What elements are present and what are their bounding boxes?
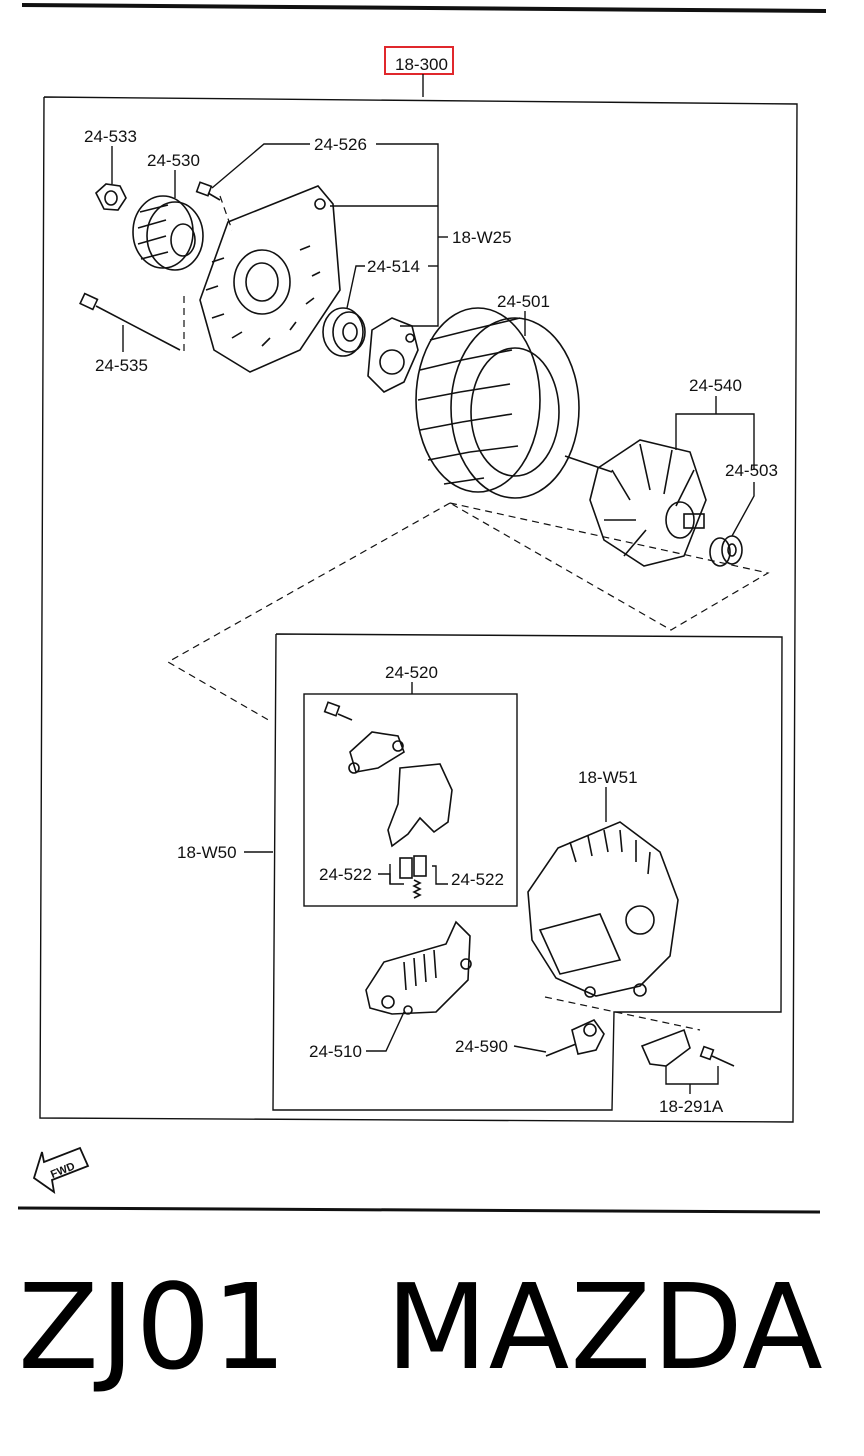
nut-part bbox=[95, 183, 127, 211]
label-24-510[interactable]: 24-510 bbox=[309, 1042, 362, 1061]
label-24-522-left[interactable]: 24-522 bbox=[319, 865, 372, 884]
label-18-W51[interactable]: 18-W51 bbox=[578, 768, 638, 787]
model-code: ZJ01 bbox=[18, 1258, 288, 1396]
stator-part bbox=[415, 307, 580, 499]
label-24-503[interactable]: 24-503 bbox=[725, 461, 778, 480]
inner-frame bbox=[272, 633, 783, 1111]
label-18-W50[interactable]: 18-W50 bbox=[177, 843, 237, 862]
label-24-520[interactable]: 24-520 bbox=[385, 663, 438, 682]
brush-holder-part bbox=[323, 701, 453, 899]
sub-frame-24-520 bbox=[303, 693, 518, 907]
front-housing-part bbox=[199, 185, 341, 373]
bracket-part bbox=[640, 1028, 735, 1067]
assembly-dash-left bbox=[166, 502, 451, 723]
label-24-590[interactable]: 24-590 bbox=[455, 1037, 508, 1056]
label-24-501[interactable]: 24-501 bbox=[497, 292, 550, 311]
label-18-300[interactable]: 18-300 bbox=[395, 55, 448, 74]
leader-24-522-right bbox=[432, 865, 448, 885]
through-bolt-part bbox=[79, 292, 181, 351]
leader-24-540 bbox=[675, 413, 755, 470]
pulley-part bbox=[132, 195, 204, 271]
rotor-part bbox=[564, 439, 707, 567]
label-24-530[interactable]: 24-530 bbox=[147, 151, 200, 170]
label-24-533[interactable]: 24-533 bbox=[84, 127, 137, 146]
highlight-box bbox=[384, 46, 454, 75]
top-rule bbox=[21, 3, 827, 13]
leader-18-291A bbox=[665, 1066, 719, 1085]
rear-bearing-part bbox=[709, 535, 743, 567]
label-18-W25[interactable]: 18-W25 bbox=[452, 228, 512, 247]
leader-24-503 bbox=[731, 482, 755, 537]
bolt-dash-2 bbox=[219, 195, 233, 231]
label-24-535[interactable]: 24-535 bbox=[95, 356, 148, 375]
housing-bolt-part bbox=[195, 181, 221, 201]
label-24-522-right[interactable]: 24-522 bbox=[451, 870, 504, 889]
label-24-526[interactable]: 24-526 bbox=[314, 135, 367, 154]
assembly-dash-upper bbox=[449, 502, 770, 631]
assembly-dash-lower bbox=[544, 996, 701, 1031]
label-24-514[interactable]: 24-514 bbox=[367, 257, 420, 276]
leader-24-526 bbox=[211, 143, 310, 189]
leader-24-514 bbox=[346, 265, 365, 309]
rear-housing-part bbox=[527, 821, 679, 998]
bearing-part bbox=[322, 307, 366, 357]
outer-frame bbox=[39, 96, 798, 1123]
leader-24-590 bbox=[513, 1045, 547, 1053]
label-24-540[interactable]: 24-540 bbox=[689, 376, 742, 395]
retainer-plate-part bbox=[367, 317, 419, 393]
bottom-rule bbox=[17, 1206, 821, 1214]
sensor-part bbox=[545, 1018, 605, 1057]
label-18-291A[interactable]: 18-291A bbox=[659, 1097, 724, 1116]
leader-24-510 bbox=[366, 1011, 405, 1052]
brand-name: MAZDA bbox=[385, 1258, 824, 1396]
leader-18-W25-bracket bbox=[376, 143, 439, 327]
fwd-arrow-icon: FWD bbox=[32, 1146, 90, 1194]
rectifier-part bbox=[365, 920, 472, 1015]
fwd-label: FWD bbox=[49, 1160, 77, 1181]
